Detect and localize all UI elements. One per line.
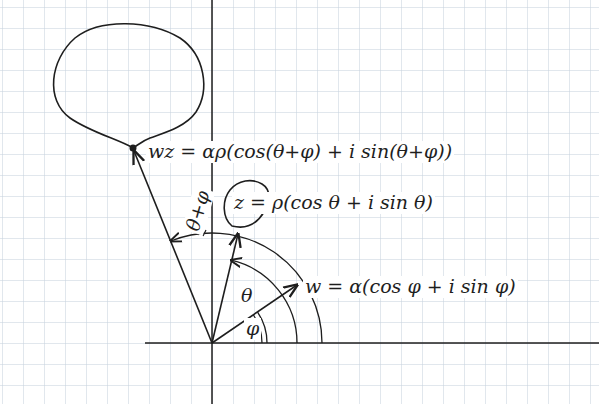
angle-label: φ <box>244 318 261 340</box>
theta-arc <box>231 260 297 343</box>
z-formula: z = ρ(cos θ + i sin θ) <box>232 192 435 214</box>
angle-label: θ <box>239 285 254 307</box>
product-formula: wz = αρ(cos(θ+φ) + i sin(θ+φ)) <box>146 141 454 163</box>
w-vector <box>212 285 297 343</box>
z-vector <box>212 234 238 343</box>
wz-vector <box>134 151 212 343</box>
w-formula: w = α(cos φ + i sin φ) <box>303 276 518 298</box>
image-region <box>54 24 204 148</box>
wz-point <box>130 145 137 152</box>
sum-arc <box>171 233 322 343</box>
